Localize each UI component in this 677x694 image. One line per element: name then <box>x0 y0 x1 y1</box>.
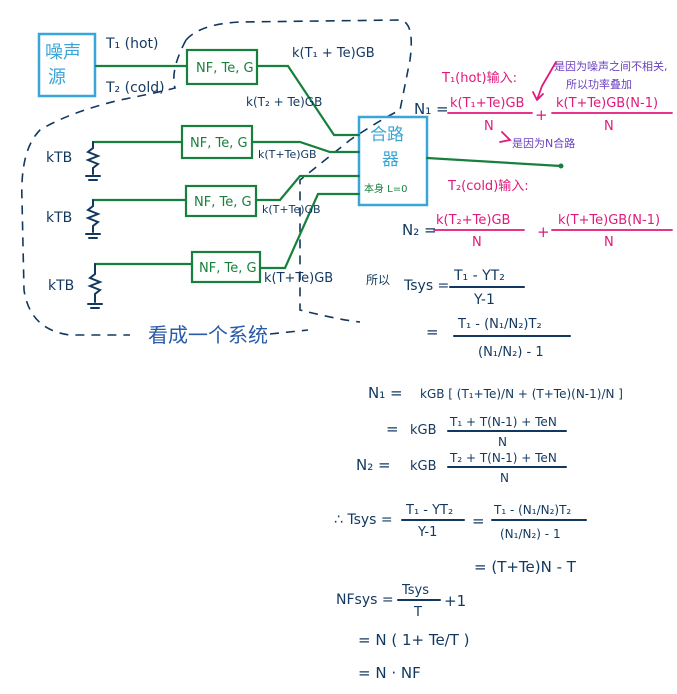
deriv-therefore-lhs: ∴ Tsys = <box>334 512 393 528</box>
combiner-loss-label: 本身 L=0 <box>364 182 408 195</box>
deriv-n2b-den: N <box>500 471 509 485</box>
amplifier-label-4: NF, Te, G <box>199 261 257 276</box>
deriv-therefore-den2: (N₁/N₂) - 1 <box>500 527 561 541</box>
n1-term1-den: N <box>484 119 494 134</box>
deriv-tsys-num: T₁ - YT₂ <box>453 268 505 284</box>
amp3-to-combiner <box>254 174 361 202</box>
deriv-therefore-num2: T₁ - (N₁/N₂)T₂ <box>493 503 571 517</box>
ktb-source-3: kTB <box>48 262 194 309</box>
n1-term1-num: k(T₁+Te)GB <box>450 96 524 111</box>
ktb-source-2: kTB <box>46 198 188 239</box>
deriv-eq2-num: T₁ - (N₁/N₂)T₂ <box>457 317 542 332</box>
deriv-n2b-lhs: N₂ = <box>356 456 391 474</box>
ktb-source-1: kTB <box>46 140 184 181</box>
deriv-nf-plus: +1 <box>444 592 466 610</box>
n2-term1-den: N <box>472 235 482 250</box>
n1-term2-num: k(T+Te)GB(N-1) <box>556 96 658 111</box>
signal-label-branch-1: k(T+Te)GB <box>258 148 317 161</box>
n1-term2-den: N <box>604 119 614 134</box>
n2-term2-num: k(T+Te)GB(N-1) <box>558 213 660 228</box>
noise-source-label-line1: 噪声 <box>45 42 81 63</box>
deriv-therefore-num: T₁ - YT₂ <box>405 503 453 518</box>
combiner-box <box>357 115 429 207</box>
system-boundary-dashed <box>21 19 413 336</box>
amplifier-label-2: NF, Te, G <box>190 136 248 151</box>
ktb-label-2: kTB <box>46 210 72 226</box>
n1-plus: + <box>535 106 548 124</box>
deriv-n2b-rhs: kGB <box>410 459 437 474</box>
signal-label-second: k(T₂ + Te)GB <box>246 95 322 109</box>
deriv-n1c-lhs: = <box>386 420 399 438</box>
amplifier-label-3: NF, Te, G <box>194 195 252 210</box>
noise-source-box <box>37 32 97 98</box>
hot-input-label: T₁ (hot) <box>105 36 158 52</box>
amp2-to-combiner <box>250 140 361 154</box>
deriv-nf-den: T <box>413 605 422 620</box>
deriv-nf-eq2: = N ( 1+ Te/T ) <box>358 631 470 649</box>
note-arrow-n-combiner <box>499 131 512 143</box>
deriv-eq2-lhs: = <box>426 323 439 341</box>
note-cold-input: T₂(cold)输入: <box>447 178 529 194</box>
deriv-so: 所以 <box>366 273 390 287</box>
combiner-label-line2: 器 <box>382 150 399 170</box>
noise-source-label-line2: 源 <box>48 67 66 88</box>
n2-term1-num: k(T₂+Te)GB <box>436 213 510 228</box>
amp1-to-combiner <box>255 64 361 137</box>
deriv-n1c-den: N <box>498 435 507 449</box>
deriv-n1c-num: T₁ + T(N-1) + TeN <box>449 415 557 429</box>
n1-lhs: N₁ = <box>414 100 449 118</box>
note-n-combiner: 是因为N合路 <box>512 136 575 150</box>
n2-lhs: N₂ = <box>402 221 437 239</box>
signal-label-top: k(T₁ + Te)GB <box>292 46 375 61</box>
combiner-output-node <box>558 163 564 169</box>
deriv-therefore-den: Y-1 <box>417 525 437 540</box>
system-note: 看成一个系统 <box>148 323 268 347</box>
ktb-label-1: kTB <box>46 150 72 166</box>
note-uncorrelated: 是因为噪声之间不相关, <box>554 59 668 73</box>
note-hot-input: T₁(hot)输入: <box>441 70 517 86</box>
cold-input-label: T₂ (cold) <box>105 80 165 96</box>
signal-label-branch-2: k(T+Te)GB <box>262 203 321 216</box>
n2-plus: + <box>537 223 550 241</box>
signal-label-branch-3: k(T+Te)GB <box>264 271 333 286</box>
deriv-result: = (T+Te)N - T <box>474 558 577 576</box>
amplifier-label-1: NF, Te, G <box>196 61 254 76</box>
deriv-n1b-rhs: kGB [ (T₁+Te)/N + (T+Te)(N-1)/N ] <box>420 387 623 401</box>
system-note-dash <box>269 329 309 335</box>
deriv-nf-num: Tsys <box>401 583 429 598</box>
combiner-label-line1: 合路 <box>370 125 404 145</box>
amp4-to-combiner <box>258 192 361 270</box>
note-arrow-uncorrelated <box>532 61 557 101</box>
deriv-eq2-den: (N₁/N₂) - 1 <box>478 345 544 360</box>
deriv-nf-lhs: NFsys = <box>336 592 394 608</box>
derivation-block: 所以 Tsys = T₁ - YT₂ Y-1 = T₁ - (N₁/N₂)T₂ … <box>334 268 623 682</box>
ktb-label-3: kTB <box>48 278 74 294</box>
deriv-n1b-lhs: N₁ = <box>368 384 403 402</box>
deriv-n2b-num: T₂ + T(N-1) + TeN <box>449 451 557 465</box>
deriv-therefore-mid: = <box>472 512 485 530</box>
deriv-nf-eq3: = N · NF <box>358 664 421 682</box>
deriv-n1c-rhs: kGB <box>410 423 437 438</box>
note-power-add: 所以功率叠加 <box>566 77 632 91</box>
deriv-tsys-lhs: Tsys = <box>403 278 449 294</box>
n2-term2-den: N <box>604 235 614 250</box>
deriv-tsys-den: Y-1 <box>473 292 495 308</box>
combiner-output-line <box>425 156 563 168</box>
